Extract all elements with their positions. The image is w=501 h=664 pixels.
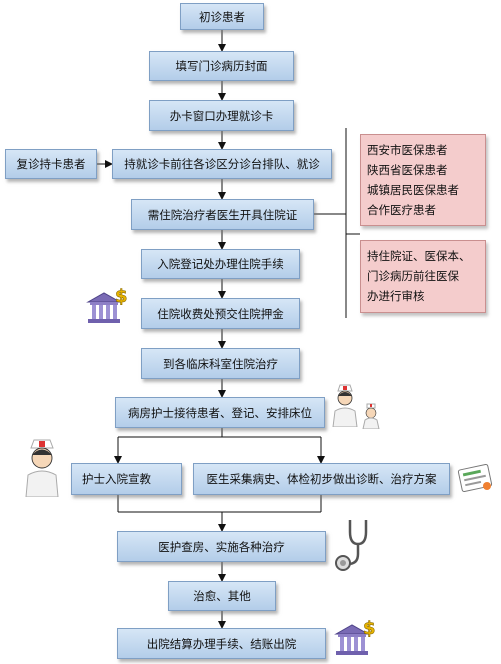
note-line: 办进行审核 [367, 289, 425, 303]
note-insured-patients: 西安市医保患者 陕西省医保患者 城镇居民医保患者 合作医疗患者 [360, 134, 486, 226]
note-line: 城镇居民医保患者 [367, 183, 459, 197]
money-building-icon: $ [334, 620, 376, 655]
step-admission-registration: 入院登记处办理住院手续 [141, 249, 300, 279]
step-fill-record-cover: 填写门诊病历封面 [149, 51, 294, 81]
step-ward-treatment: 到各临床科室住院治疗 [141, 348, 300, 379]
step-cured-other: 治愈、其他 [168, 581, 276, 611]
nurse-icon [332, 384, 358, 427]
step-rounds-treatment: 医护查房、实施各种治疗 [117, 531, 326, 562]
step-nurse-reception: 病房护士接待患者、登记、安排床位 [115, 397, 325, 428]
svg-text:$: $ [115, 288, 128, 307]
nurse-icon [362, 403, 380, 429]
step-discharge: 出院结算办理手续、结账出院 [117, 628, 326, 659]
note-line: 陕西省医保患者 [367, 163, 448, 177]
svg-text:$: $ [363, 620, 376, 639]
nurse-icon [25, 439, 59, 497]
note-line: 合作医疗患者 [367, 203, 436, 217]
step-triage-queue: 持就诊卡前往各诊区分诊台排队、就诊 [112, 149, 332, 179]
note-line: 门诊病历前往医保 [367, 269, 459, 283]
stethoscope-icon [335, 520, 368, 571]
step-get-card: 办卡窗口办理就诊卡 [149, 100, 294, 131]
step-first-visit: 初诊患者 [180, 3, 264, 30]
step-return-patient: 复诊持卡患者 [5, 149, 97, 179]
step-nurse-education: 护士入院宣教 [71, 463, 182, 495]
note-insurance-review: 持住院证、医保本、 门诊病历前往医保 办进行审核 [360, 240, 486, 313]
step-deposit: 住院收费处预交住院押金 [141, 298, 300, 329]
step-doctor-diagnosis: 医生采集病史、体检初步做出诊断、治疗方案 [193, 463, 450, 495]
step-admission-certificate: 需住院治疗者医生开具住院证 [131, 199, 314, 230]
money-building-icon: $ [86, 288, 128, 323]
medical-record-icon [457, 463, 493, 493]
note-line: 持住院证、医保本、 [367, 249, 471, 263]
note-line: 西安市医保患者 [367, 143, 448, 157]
